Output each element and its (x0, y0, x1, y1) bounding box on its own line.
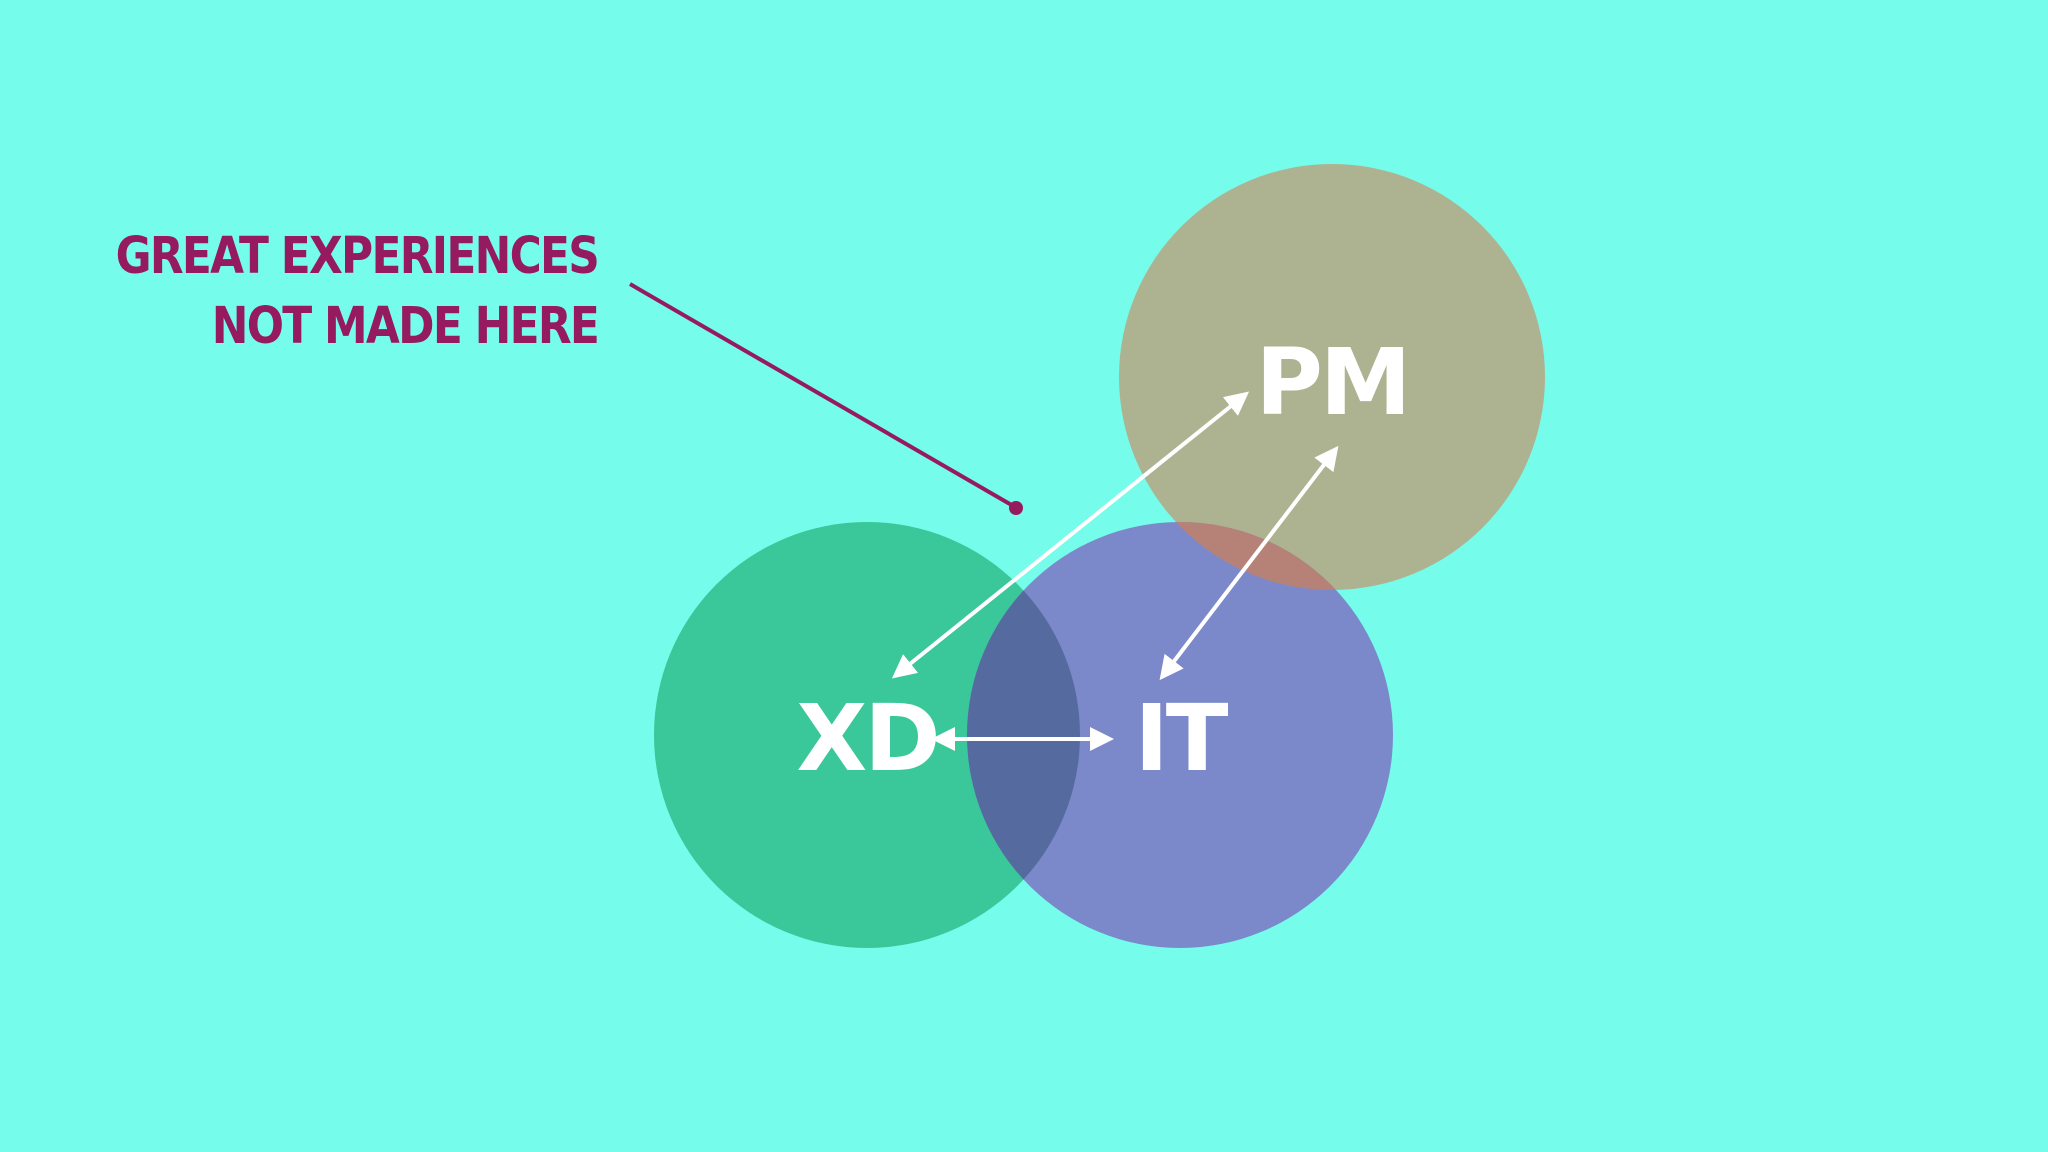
annotation-pointer-line (628, 282, 1017, 509)
xd-pm-arrow (891, 391, 1250, 679)
it-label: IT (1135, 685, 1229, 792)
annotation-text: GREAT EXPERIENCES NOT MADE HERE (115, 222, 600, 362)
annotation-line-2: NOT MADE HERE (211, 297, 600, 356)
pm-label: PM (1256, 329, 1409, 436)
annotation-pointer-dot (1009, 501, 1023, 515)
annotation-line-1: GREAT EXPERIENCES (115, 227, 599, 286)
it-pm-arrow (1159, 445, 1339, 681)
xd-label: XD (796, 685, 937, 792)
